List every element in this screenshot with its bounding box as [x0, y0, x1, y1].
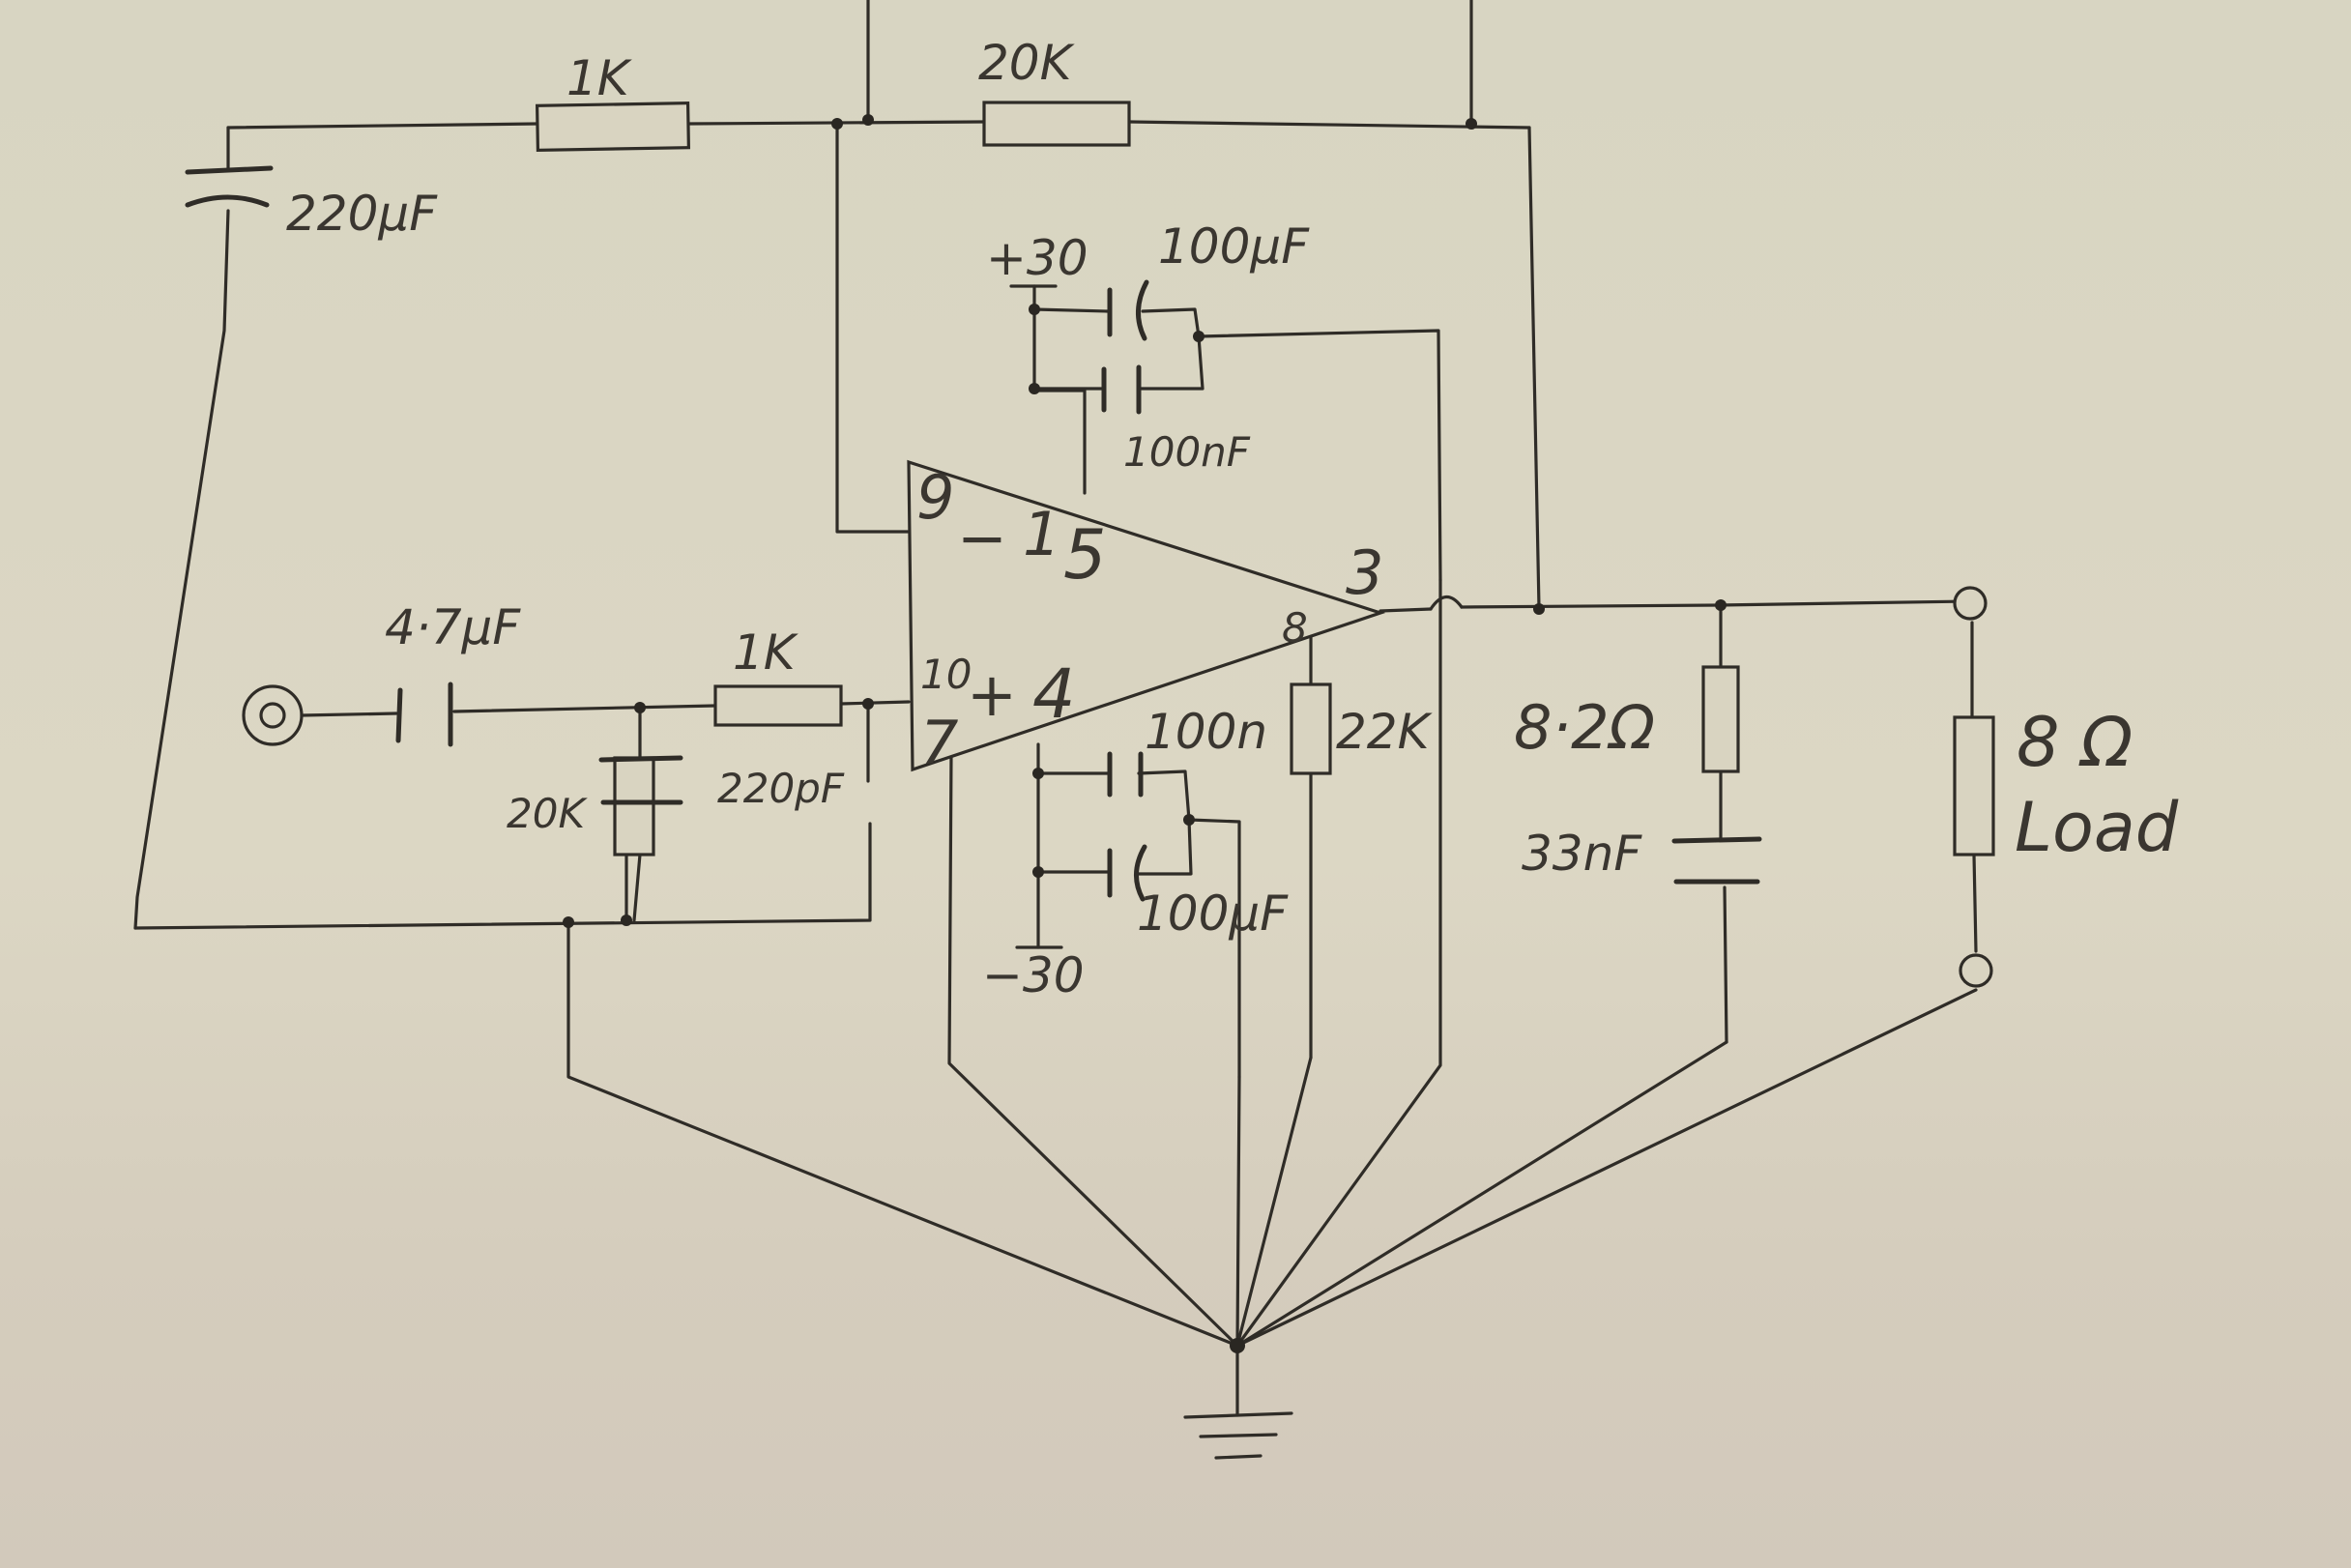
- input-1k-resistor: [713, 684, 843, 727]
- pin8-22k-resistor: [1290, 682, 1332, 775]
- feedback-1k-resistor: [535, 102, 691, 152]
- pin-9-label: 9: [916, 462, 954, 533]
- load-text-label: Load: [2015, 788, 2179, 867]
- zobel-resistor-label: 8·2Ω: [1514, 692, 1655, 763]
- resistors: [535, 101, 1995, 857]
- input-cap-label: 4·7µF: [385, 599, 521, 655]
- pin-plus-label: +: [967, 659, 1017, 730]
- pin-1-label: 1: [1023, 499, 1060, 569]
- input-1k-label: 1K: [733, 624, 799, 681]
- input-20k-label: 20K: [507, 790, 588, 837]
- zobel-resistor: [1701, 665, 1740, 773]
- pin-10-label: 10: [920, 651, 972, 698]
- cap-neg-100n-label: 100n: [1145, 704, 1267, 760]
- pin-3-label: 3: [1346, 537, 1383, 608]
- terminals: [242, 114, 1993, 1353]
- input-220pf-label: 220pF: [717, 765, 845, 812]
- input-jack-icon: [242, 684, 304, 746]
- cap-neg-100uf-label: 100µF: [1137, 886, 1289, 942]
- amplifier-ic: 9 − 1 5 3 8 10 + 4 7: [907, 459, 1386, 778]
- pin-5-label: 5: [1063, 515, 1107, 595]
- input-jack-center-icon: [259, 702, 286, 729]
- output-terminal-bottom-icon: [1959, 953, 1993, 988]
- supply-neg-label: −30: [982, 947, 1085, 1003]
- capacitors: [185, 165, 1762, 902]
- pin-8-label: 8: [1282, 604, 1308, 652]
- supply-pos-label: +30: [986, 230, 1088, 286]
- feedback-20k-label: 20K: [978, 35, 1076, 91]
- r-22k-label: 22K: [1336, 704, 1434, 760]
- output-terminal-top-icon: [1953, 586, 1988, 621]
- feedback-20k-resistor: [982, 101, 1131, 147]
- wires: [133, 0, 1978, 1417]
- pin-minus-label: −: [957, 503, 1007, 573]
- load-resistor: [1953, 715, 1995, 857]
- zobel-cap-label: 33nF: [1522, 826, 1642, 882]
- pin-7-label: 7: [920, 708, 958, 778]
- cap-pos-100nf-label: 100nF: [1123, 428, 1251, 476]
- pin-4-label: 4: [1032, 654, 1076, 734]
- load-ohms-label: 8 Ω: [2017, 703, 2133, 782]
- component-labels: 1K 20K 220µF +30 100µF 100nF 4·7µF 1K 20…: [286, 35, 2179, 1003]
- cap-pos-100uf-label: 100µF: [1158, 218, 1310, 275]
- feedback-220uf-label: 220µF: [286, 186, 438, 242]
- ground-icon: [1183, 1411, 1293, 1460]
- feedback-1k-label: 1K: [566, 50, 633, 106]
- input-20k-resistor: [613, 756, 655, 857]
